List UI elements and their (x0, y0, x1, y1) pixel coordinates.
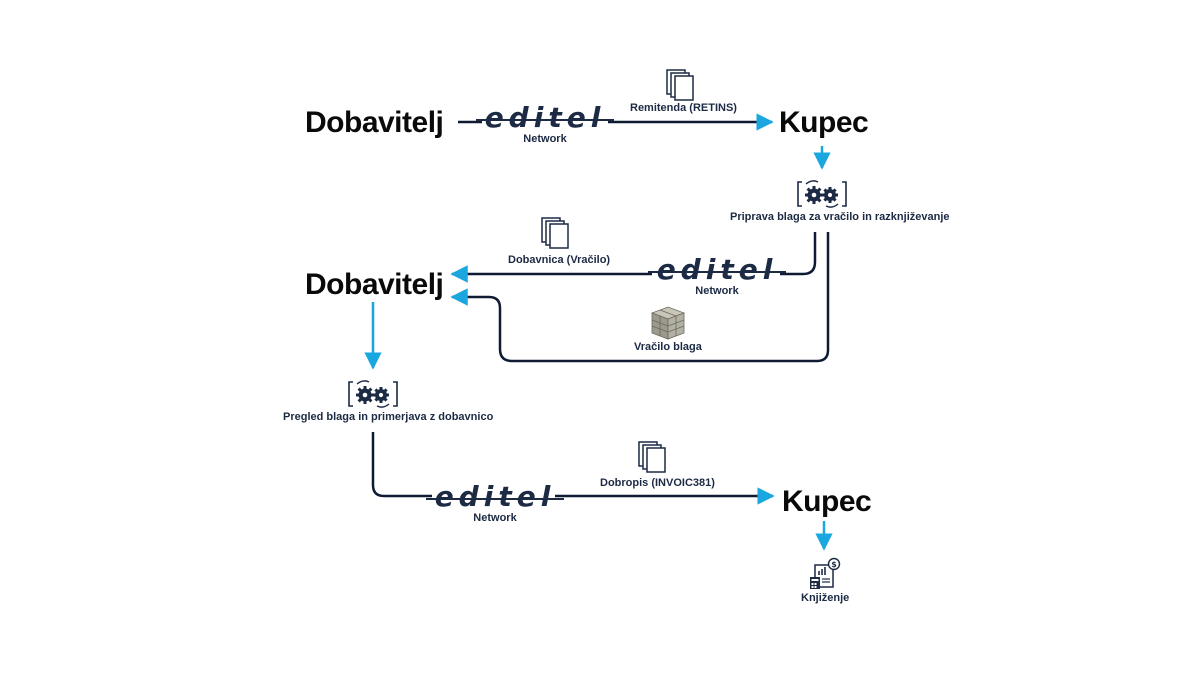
message-label-vracilo-blaga: Vračilo blaga (634, 341, 702, 353)
editel-network-logo-1: editel Network (476, 104, 614, 146)
connector-goods-return (450, 232, 830, 363)
gears-process-icon (348, 380, 398, 408)
connector-review-to-network3 (371, 432, 432, 498)
party-supplier-1: Dobavitelj (305, 106, 444, 139)
process-label-supplier-review: Pregled blaga in primerjava z dobavnico (283, 411, 494, 423)
message-label-retins: Remitenda (RETINS) (630, 102, 737, 114)
party-buyer-1: Kupec (779, 106, 869, 139)
accounting-calculator-icon: $ (810, 557, 841, 589)
process-label-buyer-prep: Priprava blaga za vračilo in razknjiževa… (730, 211, 950, 223)
document-stack-icon (666, 69, 694, 101)
party-buyer-2: Kupec (782, 485, 872, 518)
message-label-dobavnica: Dobavnica (Vračilo) (508, 254, 611, 266)
editel-logo-sub: Network (473, 512, 517, 524)
message-label-invoic: Dobropis (INVOIC381) (600, 477, 715, 489)
editel-logo-sub: Network (523, 133, 567, 145)
party-supplier-2: Dobavitelj (305, 268, 444, 301)
goods-boxes-icon (650, 306, 686, 340)
process-label-booking: Knjiženje (801, 592, 850, 604)
gears-process-icon (797, 180, 847, 208)
editel-logo-word: editel (426, 483, 564, 511)
editel-logo-word: editel (648, 256, 786, 284)
editel-network-logo-3: editel Network (426, 483, 564, 525)
editel-logo-sub: Network (695, 285, 739, 297)
svg-text:$: $ (831, 560, 837, 569)
document-stack-icon (541, 217, 569, 249)
document-stack-icon (638, 441, 666, 473)
connector-prep-to-network2 (780, 232, 817, 276)
editel-network-logo-2: editel Network (648, 256, 786, 298)
editel-logo-word: editel (476, 104, 614, 132)
